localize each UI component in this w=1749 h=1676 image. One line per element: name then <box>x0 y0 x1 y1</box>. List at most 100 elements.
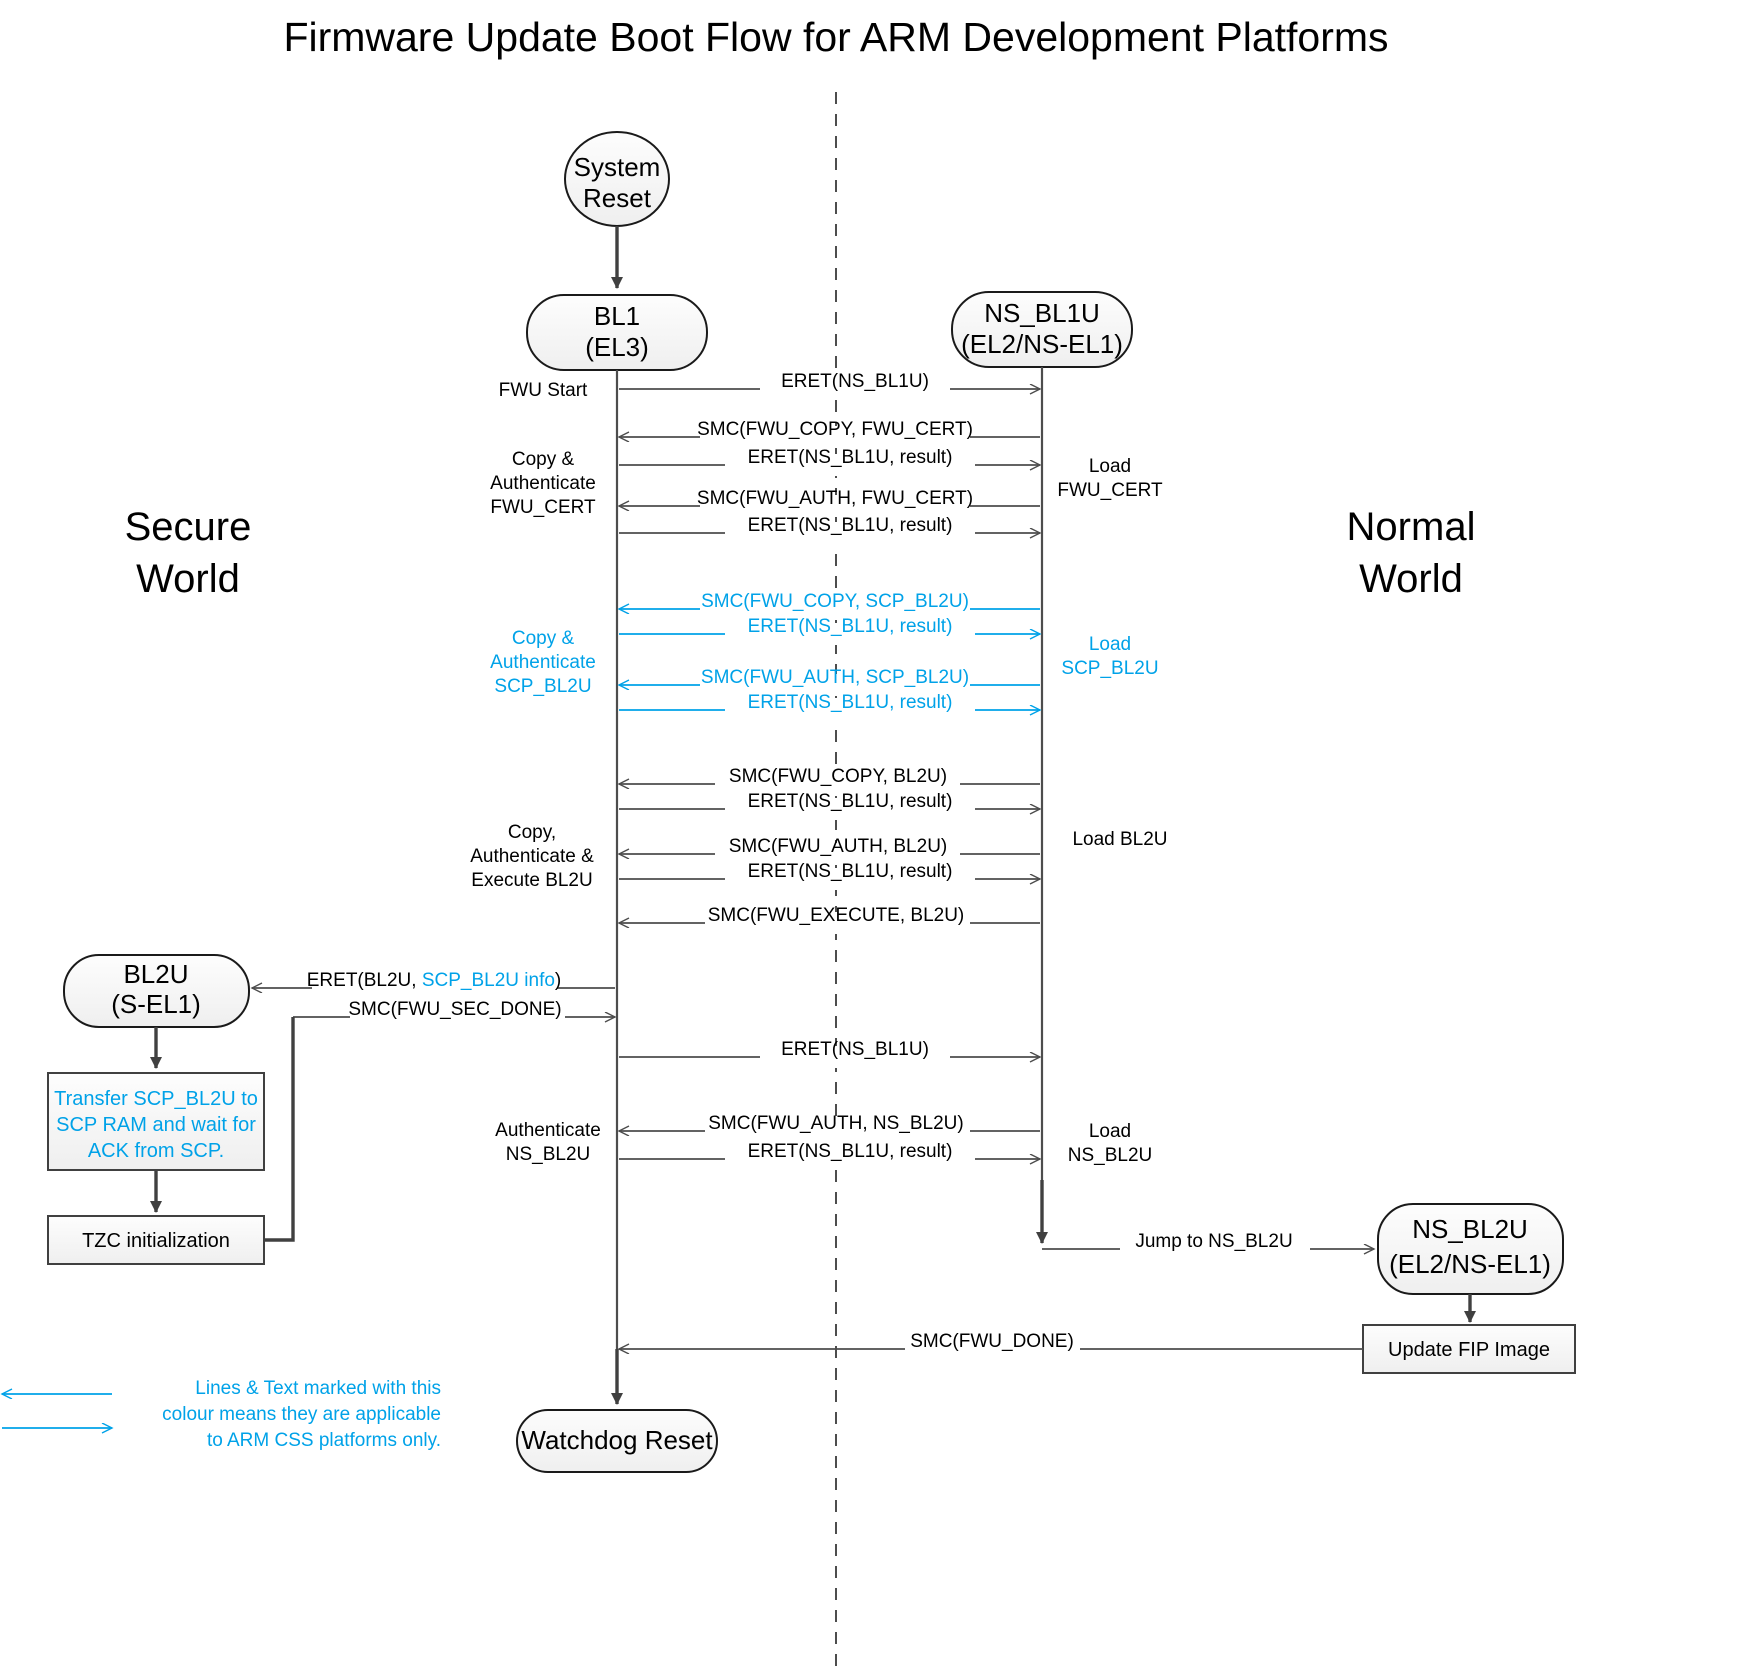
message-m6-label: SMC(FWU_COPY, SCP_BL2U) <box>701 591 969 612</box>
message-m10: SMC(FWU_COPY, BL2U) <box>619 766 1040 795</box>
annotation-a2-l2: Authenticate <box>490 473 596 494</box>
annotation-copy-auth-fwu-cert: Copy & Authenticate FWU_CERT <box>490 449 596 518</box>
watchdog-reset-label: Watchdog Reset <box>521 1425 713 1455</box>
message-m13: ERET(NS_BL1U, result) <box>619 861 1040 890</box>
bl2u-line1: BL2U <box>123 959 188 989</box>
annotation-a4-l3: Execute BL2U <box>471 870 592 891</box>
edge-tzc-to-bl1 <box>264 1017 295 1242</box>
message-m20: Jump to NS_BL2U <box>1042 1231 1374 1260</box>
secure-world-label: Secure World <box>125 505 252 601</box>
message-m21: SMC(FWU_DONE) <box>619 1331 1363 1360</box>
annotation-fwu-start: FWU Start <box>499 380 588 401</box>
message-m6: SMC(FWU_COPY, SCP_BL2U) <box>619 591 1040 620</box>
message-m19: ERET(NS_BL1U, result) <box>619 1141 1040 1170</box>
annotation-copy-auth-exec-bl2u: Copy, Authenticate & Execute BL2U <box>470 822 594 891</box>
message-m7: ERET(NS_BL1U, result) <box>619 616 1040 645</box>
node-system-reset[interactable]: System Reset <box>564 131 670 227</box>
annotation-r4-l1: Load <box>1089 1121 1131 1142</box>
message-m15: ERET(BL2U, SCP_BL2U info) <box>252 970 615 999</box>
annotation-fwu-start-l1: FWU Start <box>499 380 588 401</box>
transfer-line1: Transfer SCP_BL2U to <box>54 1088 258 1110</box>
box-tzc-initialization[interactable]: TZC initialization <box>47 1215 265 1265</box>
node-ns-bl2u[interactable]: NS_BL2U (EL2/NS-EL1) <box>1377 1203 1564 1295</box>
message-m17-label: ERET(NS_BL1U) <box>781 1039 929 1060</box>
nsbl1u-line1: NS_BL1U <box>984 298 1100 328</box>
message-m16-label: SMC(FWU_SEC_DONE) <box>348 999 561 1020</box>
message-m11-label: ERET(NS_BL1U, result) <box>748 791 953 812</box>
message-m9-label: ERET(NS_BL1U, result) <box>748 692 953 713</box>
annotation-load-fwu-cert: Load FWU_CERT <box>1057 456 1163 501</box>
message-m13-label: ERET(NS_BL1U, result) <box>748 861 953 882</box>
message-m16: SMC(FWU_SEC_DONE) <box>348 999 565 1028</box>
bl1-line1: BL1 <box>594 301 640 331</box>
annotation-a5-l1: Authenticate <box>495 1120 601 1141</box>
message-m14-label: SMC(FWU_EXECUTE, BL2U) <box>708 905 965 926</box>
message-m17: ERET(NS_BL1U) <box>619 1039 1040 1068</box>
annotation-a3-l3: SCP_BL2U <box>494 676 591 697</box>
message-m20-label: Jump to NS_BL2U <box>1135 1231 1292 1252</box>
message-m1: ERET(NS_BL1U) <box>619 371 1040 400</box>
annotation-r1-l2: FWU_CERT <box>1057 480 1163 501</box>
message-m7-label: ERET(NS_BL1U, result) <box>748 616 953 637</box>
box-update-fip-image[interactable]: Update FIP Image <box>1362 1324 1576 1374</box>
message-m19-label: ERET(NS_BL1U, result) <box>748 1141 953 1162</box>
nsbl1u-line2: (EL2/NS-EL1) <box>961 329 1123 359</box>
annotation-r2-l2: SCP_BL2U <box>1061 658 1158 679</box>
transfer-line2: SCP RAM and wait for <box>56 1114 256 1136</box>
message-m18-label: SMC(FWU_AUTH, NS_BL2U) <box>708 1113 963 1134</box>
annotation-r3-l1: Load BL2U <box>1072 829 1167 850</box>
bl2u-line2: (S-EL1) <box>111 989 201 1019</box>
legend-line1: Lines & Text marked with this <box>195 1378 441 1399</box>
legend-line2: colour means they are applicable <box>162 1404 441 1425</box>
message-m1-label: ERET(NS_BL1U) <box>781 371 929 392</box>
secure-world-line2: World <box>136 557 240 601</box>
tzc-label: TZC initialization <box>82 1230 230 1252</box>
message-m9: ERET(NS_BL1U, result) <box>619 692 1040 721</box>
message-m12: SMC(FWU_AUTH, BL2U) <box>619 836 1040 865</box>
transfer-line3: ACK from SCP. <box>88 1140 224 1162</box>
message-m8: SMC(FWU_AUTH, SCP_BL2U) <box>619 667 1040 696</box>
node-bl1[interactable]: BL1 (EL3) <box>526 294 708 371</box>
message-m2: SMC(FWU_COPY, FWU_CERT) <box>619 419 1040 448</box>
secure-world-line1: Secure <box>125 505 252 549</box>
message-m3-label: ERET(NS_BL1U, result) <box>748 447 953 468</box>
message-m10-label: SMC(FWU_COPY, BL2U) <box>729 766 947 787</box>
system-reset-line1: System <box>574 152 661 182</box>
annotation-authenticate-ns-bl2u: Authenticate NS_BL2U <box>495 1120 601 1165</box>
message-m15-label: ERET(BL2U, SCP_BL2U info) <box>307 970 562 991</box>
annotation-load-scp-bl2u: Load SCP_BL2U <box>1061 634 1158 679</box>
message-m21-label: SMC(FWU_DONE) <box>910 1331 1074 1352</box>
annotation-a3-l1: Copy & <box>512 628 575 649</box>
message-m5: ERET(NS_BL1U, result) <box>619 515 1040 544</box>
annotation-r1-l1: Load <box>1089 456 1131 477</box>
nsbl2u-line1: NS_BL2U <box>1412 1214 1528 1244</box>
node-watchdog-reset[interactable]: Watchdog Reset <box>516 1409 718 1473</box>
normal-world-line1: Normal <box>1347 505 1476 549</box>
update-fip-label: Update FIP Image <box>1388 1339 1550 1361</box>
annotation-copy-auth-scp-bl2u: Copy & Authenticate SCP_BL2U <box>490 628 596 697</box>
annotation-a5-l2: NS_BL2U <box>506 1144 591 1165</box>
node-bl2u[interactable]: BL2U (S-EL1) <box>63 954 250 1028</box>
box-transfer-scp-bl2u[interactable]: Transfer SCP_BL2U to SCP RAM and wait fo… <box>47 1072 265 1171</box>
legend-line3: to ARM CSS platforms only. <box>207 1430 441 1451</box>
annotation-a4-l1: Copy, <box>508 822 556 843</box>
node-ns-bl1u[interactable]: NS_BL1U (EL2/NS-EL1) <box>951 291 1133 368</box>
message-m11: ERET(NS_BL1U, result) <box>619 791 1040 820</box>
annotation-load-bl2u: Load BL2U <box>1072 829 1167 850</box>
annotation-a4-l2: Authenticate & <box>470 846 594 867</box>
system-reset-line2: Reset <box>583 183 652 213</box>
annotation-load-ns-bl2u: Load NS_BL2U <box>1068 1121 1153 1166</box>
nsbl2u-line2: (EL2/NS-EL1) <box>1389 1249 1551 1279</box>
annotation-a3-l2: Authenticate <box>490 652 596 673</box>
normal-world-label: Normal World <box>1347 505 1476 601</box>
message-m5-label: ERET(NS_BL1U, result) <box>748 515 953 536</box>
page-title: Firmware Update Boot Flow for ARM Develo… <box>283 14 1388 60</box>
bl1-line2: (EL3) <box>585 332 649 362</box>
message-m3: ERET(NS_BL1U, result) <box>619 447 1040 476</box>
annotation-a2-l3: FWU_CERT <box>490 497 596 518</box>
message-m18: SMC(FWU_AUTH, NS_BL2U) <box>619 1113 1040 1142</box>
message-m4: SMC(FWU_AUTH, FWU_CERT) <box>619 488 1040 517</box>
message-m12-label: SMC(FWU_AUTH, BL2U) <box>729 836 948 857</box>
annotation-a2-l1: Copy & <box>512 449 575 470</box>
